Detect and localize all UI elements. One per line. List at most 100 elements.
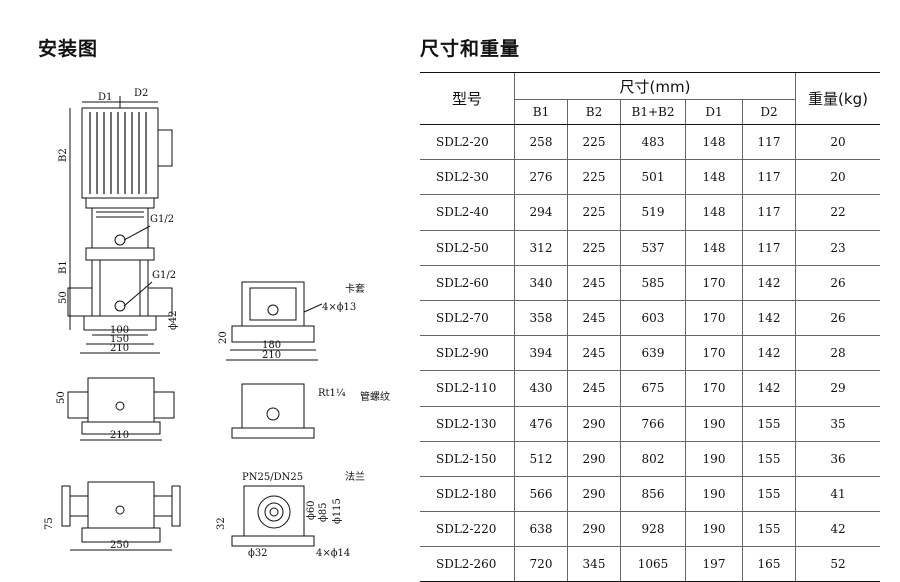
value-cell: 585 [620, 265, 686, 301]
model-cell: SDL2-20 [420, 124, 515, 161]
value-cell: 190 [685, 406, 743, 442]
svg-text:4×ϕ13: 4×ϕ13 [322, 302, 356, 313]
value-cell: 566 [514, 476, 568, 513]
svg-text:ϕ32: ϕ32 [248, 548, 268, 559]
value-cell: 290 [567, 406, 621, 442]
model-cell: SDL2-220 [420, 511, 515, 548]
svg-text:50: 50 [58, 291, 69, 304]
value-cell: 1065 [620, 546, 686, 582]
value-cell: 603 [620, 300, 686, 337]
value-cell: 155 [742, 476, 796, 513]
model-cell: SDL2-50 [420, 230, 515, 266]
value-cell: 20 [795, 124, 880, 161]
model-cell: SDL2-70 [420, 300, 515, 337]
subheader-d2: D2 [742, 99, 796, 125]
svg-text:50: 50 [56, 391, 67, 404]
svg-text:4×ϕ14: 4×ϕ14 [316, 548, 350, 559]
svg-text:210: 210 [110, 343, 129, 354]
value-cell: 29 [795, 370, 880, 407]
value-cell: 170 [685, 300, 743, 337]
subheader-b1-plus-b2: B1+B2 [620, 99, 686, 125]
threaded-view: 210 50 [56, 377, 175, 441]
value-cell: 22 [795, 194, 880, 231]
svg-text:D1: D1 [98, 92, 112, 103]
value-cell: 155 [742, 441, 796, 477]
value-cell: 148 [685, 230, 743, 266]
model-cell: SDL2-260 [420, 546, 515, 582]
svg-text:D2: D2 [134, 88, 148, 99]
value-cell: 290 [567, 511, 621, 548]
svg-text:PN25/DN25: PN25/DN25 [242, 472, 303, 483]
svg-text:ϕ85: ϕ85 [318, 502, 329, 522]
svg-text:210: 210 [262, 350, 281, 361]
svg-text:75: 75 [44, 517, 55, 530]
card-sleeve-view: 180 210 20 卡套 4×ϕ13 [218, 281, 365, 361]
value-cell: 142 [742, 265, 796, 301]
subheader-d1: D1 [685, 99, 743, 125]
svg-text:G1/2: G1/2 [152, 270, 176, 281]
value-cell: 430 [514, 370, 568, 407]
value-cell: 117 [742, 124, 796, 161]
flange-face-view: PN25/DN25 法兰 ϕ60 ϕ85 ϕ115 32 ϕ32 4×ϕ14 [216, 470, 365, 559]
value-cell: 245 [567, 335, 621, 372]
value-cell: 501 [620, 159, 686, 196]
flange-elevation-view: 250 75 [44, 481, 181, 551]
value-cell: 519 [620, 194, 686, 231]
value-cell: 802 [620, 441, 686, 477]
value-cell: 42 [795, 511, 880, 548]
value-cell: 928 [620, 511, 686, 548]
svg-text:ϕ60: ϕ60 [306, 500, 317, 520]
value-cell: 312 [514, 230, 568, 266]
svg-text:Rt1¼: Rt1¼ [318, 388, 346, 399]
value-cell: 155 [742, 406, 796, 442]
subheader-b2: B2 [567, 99, 621, 125]
value-cell: 20 [795, 159, 880, 196]
value-cell: 26 [795, 300, 880, 337]
value-cell: 294 [514, 194, 568, 231]
value-cell: 41 [795, 476, 880, 513]
value-cell: 245 [567, 300, 621, 337]
value-cell: 117 [742, 194, 796, 231]
value-cell: 117 [742, 230, 796, 266]
value-cell: 170 [685, 265, 743, 301]
subheader-b1: B1 [514, 99, 568, 125]
model-cell: SDL2-90 [420, 335, 515, 372]
value-cell: 340 [514, 265, 568, 301]
value-cell: 190 [685, 511, 743, 548]
value-cell: 170 [685, 370, 743, 407]
value-cell: 476 [514, 406, 568, 442]
value-cell: 148 [685, 124, 743, 161]
header-model: 型号 [420, 72, 515, 125]
svg-text:B1: B1 [58, 260, 69, 274]
value-cell: 245 [567, 370, 621, 407]
svg-text:32: 32 [216, 517, 227, 530]
svg-text:250: 250 [110, 540, 129, 551]
installation-drawing: D1 D2 B2 B1 50 100 150 210 ϕ42 G1/2 G1/2… [44, 88, 390, 559]
value-cell: 36 [795, 441, 880, 477]
value-cell: 225 [567, 230, 621, 266]
value-cell: 142 [742, 335, 796, 372]
value-cell: 225 [567, 124, 621, 161]
value-cell: 512 [514, 441, 568, 477]
value-cell: 290 [567, 441, 621, 477]
value-cell: 28 [795, 335, 880, 372]
svg-text:150: 150 [110, 334, 129, 345]
value-cell: 155 [742, 511, 796, 548]
value-cell: 190 [685, 476, 743, 513]
value-cell: 345 [567, 546, 621, 582]
value-cell: 148 [685, 159, 743, 196]
value-cell: 26 [795, 265, 880, 301]
value-cell: 142 [742, 370, 796, 407]
value-cell: 52 [795, 546, 880, 582]
value-cell: 225 [567, 159, 621, 196]
value-cell: 142 [742, 300, 796, 337]
value-cell: 358 [514, 300, 568, 337]
install-title: 安装图 [38, 38, 99, 60]
